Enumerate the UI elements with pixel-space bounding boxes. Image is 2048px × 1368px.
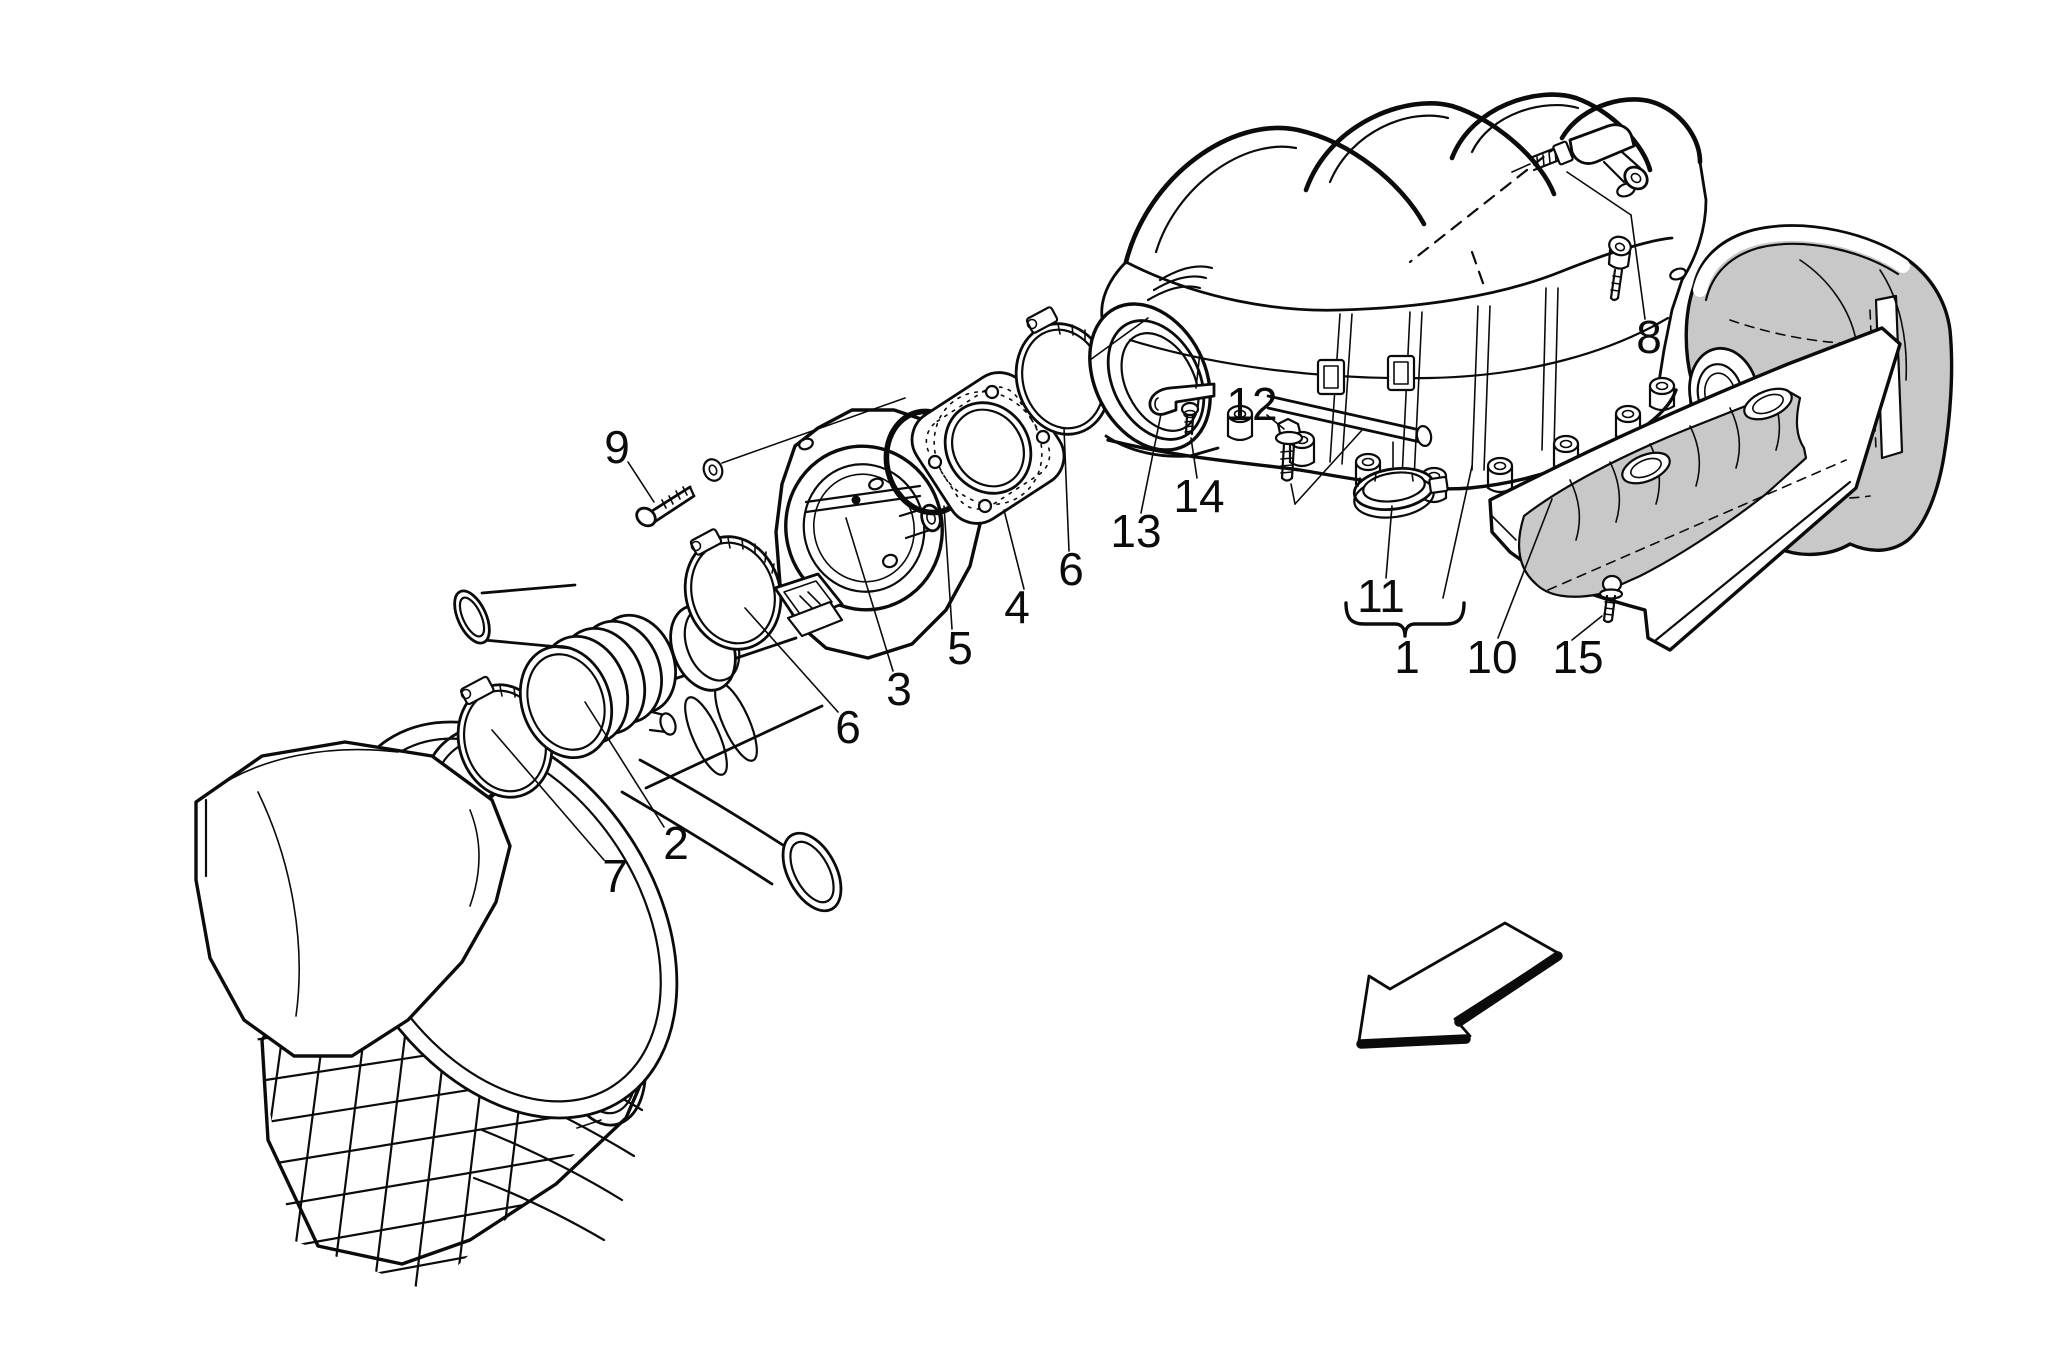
part-number-label[interactable]: 8 [1636,311,1662,363]
throttle-position-connector [773,572,844,638]
part-number-label[interactable]: 2 [663,817,689,869]
screw-15 [1598,574,1624,624]
manifold-inlet-horn [1088,265,1214,452]
duct-upper-branch [453,583,577,650]
manifold-seam-clips [1316,354,1416,396]
duct-nipple [648,710,677,736]
part-callout-13-8[interactable]: 13 [1110,413,1162,557]
part-callout-12-10[interactable]: 12 [1226,378,1285,430]
lower-heat-shield [1488,326,1902,652]
part-number-label[interactable]: 5 [947,622,973,674]
part-callout-11-11[interactable]: 11 [1357,505,1405,622]
clamp-worm-screw [689,528,723,556]
part-number-label[interactable]: 10 [1466,631,1517,683]
screw-14 [1180,401,1200,436]
bolt-12 [1274,417,1304,482]
shield-oval-hole [1743,387,1793,421]
part-callout-5-3[interactable]: 5 [943,505,973,674]
part-callout-4-4[interactable]: 4 [1003,509,1030,633]
duct-lower-branch [620,758,843,913]
bracket-13 [1148,382,1216,416]
part-callout-15-14[interactable]: 15 [1552,615,1604,683]
part-callout-7-7[interactable]: 7 [491,729,628,902]
assembly-leader-lines [721,317,1473,599]
clamp-band-serrations [727,537,775,574]
part-callout-6-5[interactable]: 6 [1058,427,1084,595]
direction-arrow [1356,921,1563,1049]
duct-bellows [518,613,677,760]
part-number-label[interactable]: 11 [1357,570,1405,622]
bolt-9 [635,458,724,528]
part-number-label[interactable]: 7 [602,850,628,902]
manifold-plenum-domes [1123,92,1703,265]
part-number-label[interactable]: 12 [1226,378,1277,430]
part-number-label[interactable]: 6 [835,701,861,753]
part-number-label[interactable]: 14 [1173,470,1224,522]
manifold-support-strut [1266,394,1433,447]
screw-8 [1607,235,1632,302]
manifold-runner-webs [1329,287,1559,481]
v-clamp-ring-11 [1352,467,1449,519]
part-callout-14-9[interactable]: 14 [1173,437,1225,522]
part-callout-2-6[interactable]: 2 [584,701,689,869]
part-callout-10-13[interactable]: 10 [1466,498,1553,683]
part-callout-3-2[interactable]: 3 [845,517,912,715]
part-number-label[interactable]: 15 [1552,631,1603,683]
part-number-label[interactable]: 9 [604,421,630,473]
part-number-label[interactable]: 1 [1394,631,1420,683]
part-callout-8-15[interactable]: 8 [1566,171,1662,363]
part-callout-9-0[interactable]: 9 [604,421,655,503]
intake-snorkel-duct [194,740,512,1058]
part-callout-1-12[interactable]: 1 [1394,631,1420,683]
air-filter-housing [194,720,679,1292]
air-intake-duct [453,583,843,913]
sensor-elbow-fitting [1511,123,1649,191]
shield-oval-hole [1621,451,1671,485]
clamp-worm-screw [1025,306,1059,334]
callout-brace [1344,601,1466,638]
washer-9 [702,458,724,482]
part-callout-6-1[interactable]: 6 [744,607,861,753]
part-number-label[interactable]: 6 [1058,543,1084,595]
part-number-label[interactable]: 3 [886,663,912,715]
hidden-edge-lines [1408,142,1562,288]
part-number-label[interactable]: 13 [1110,505,1161,557]
part-number-label[interactable]: 4 [1004,581,1030,633]
